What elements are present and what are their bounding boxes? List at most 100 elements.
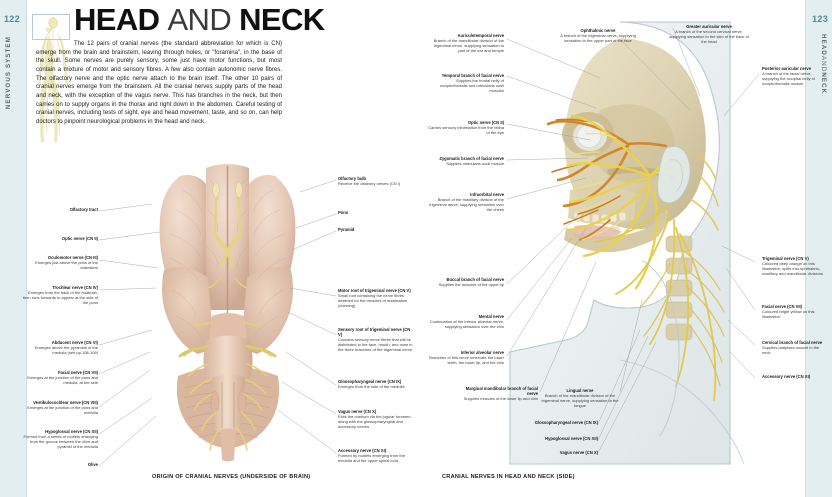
callout-ophthalmic-nerve: Ophthalmic nerve A branch of the trigemi… bbox=[556, 28, 640, 43]
callout-vagus-nerve-cn10: Vagus nerve (CN X) Exits the cranium via… bbox=[338, 409, 414, 429]
callout-heading: Accessory nerve (CN XI) bbox=[762, 374, 811, 379]
callout-detail: Receive the olfactory nerves (CN I) bbox=[338, 181, 401, 187]
title-word-and: AND bbox=[167, 2, 232, 37]
left-section-tab-label: NERVOUS SYSTEM bbox=[5, 36, 12, 110]
callout-posterior-auricular-nerve: Posterior auricular nerve A branch of th… bbox=[762, 66, 824, 86]
callout-heading: Pyramid bbox=[338, 227, 355, 232]
callout-heading: Oculomotor nerve (CN III) bbox=[47, 255, 98, 260]
callout-heading: Buccal branch of facial nerve bbox=[446, 277, 504, 282]
callout-heading: Pons bbox=[338, 210, 349, 215]
callout-mental-nerve: Mental nerve Continuation of the inferio… bbox=[428, 314, 504, 329]
callout-detail: A branch of the second cervical nerve, s… bbox=[669, 29, 749, 45]
brain-underside-illustration bbox=[120, 150, 335, 465]
callout-heading: Mental nerve bbox=[478, 314, 504, 319]
callout-heading: Glossopharyngeal nerve (CN IX) bbox=[338, 379, 402, 384]
intro-text: The 12 pairs of cranial nerves (the stan… bbox=[36, 41, 282, 125]
callout-detail: Continuation of the inferior alveolar ne… bbox=[429, 319, 504, 330]
callout-detail: A branch of the facial nerve, supplying … bbox=[762, 71, 815, 87]
callout-detail: Emerges at the junction of the pons and … bbox=[27, 405, 98, 416]
right-tab-word2: AND bbox=[820, 55, 827, 73]
whole-body-nervous-system-figure bbox=[32, 14, 74, 146]
callout-sensory-root-trigeminal: Sensory root of trigeminal nerve (CN V) … bbox=[338, 327, 414, 352]
callout-detail: Branch of the mandibular division of the… bbox=[541, 393, 619, 409]
callout-detail: Emerges at the junction of the pons and … bbox=[27, 375, 98, 386]
callout-vestibulocochlear-nerve-cn8: Vestibulocochlear nerve (CN VIII) Emerge… bbox=[26, 400, 98, 415]
callout-olfactory-bulb: Olfactory bulb Receive the olfactory ner… bbox=[338, 176, 412, 186]
callout-detail: Emerges above the pyramids of the medull… bbox=[34, 345, 98, 356]
callout-detail: Contains sensory nerve fibres that will … bbox=[338, 337, 413, 353]
callout-buccal-branch-facial: Buccal branch of facial nerve Supplies t… bbox=[428, 277, 504, 287]
callout-heading: Ophthalmic nerve bbox=[580, 28, 616, 33]
intro-paragraph: The 12 pairs of cranial nerves (the stan… bbox=[36, 40, 282, 127]
callout-facial-nerve-cn7: Facial nerve (CN VII) Emerges at the jun… bbox=[24, 370, 98, 385]
callout-hypoglossal-nerve-cn12: Hypoglossal nerve (CN XII) Formed from a… bbox=[18, 429, 98, 449]
callout-heading: Accessory nerve (CN XI) bbox=[338, 448, 387, 453]
title-word-head: HEAD bbox=[74, 2, 160, 37]
callout-heading: Olive bbox=[87, 462, 98, 467]
callout-heading: Hypoglossal nerve (CN XII) bbox=[45, 429, 98, 434]
callout-heading: Motor root of trigeminal nerve (CN V) bbox=[338, 288, 411, 293]
callout-infraorbital-nerve: Infraorbital nerve Branch of the maxilla… bbox=[428, 192, 504, 212]
callout-heading: Facial nerve (CN VII) bbox=[762, 304, 803, 309]
left-page-number: 122 bbox=[4, 14, 20, 24]
callout-heading: Zygomatic branch of facial nerve bbox=[439, 156, 504, 161]
right-tab-word3: NECK bbox=[820, 72, 827, 95]
callout-detail: Emerges from the side of the medulla bbox=[338, 384, 405, 390]
callout-glossopharyngeal-head: Glossopharyngeal nerve (CN IX) bbox=[522, 420, 598, 425]
right-section-tab-label: HEADANDNECK bbox=[820, 34, 827, 94]
callout-hypoglossal-head: Hypoglossal nerve (CN XII) bbox=[522, 436, 598, 441]
callout-olfactory-tract: Olfactory tract bbox=[30, 207, 98, 212]
callout-greater-auricular-nerve: Greater auricular nerve A branch of the … bbox=[668, 24, 750, 44]
right-page-tab bbox=[805, 0, 832, 497]
callout-heading: Optic nerve (CN II) bbox=[61, 236, 98, 241]
callout-pons: Pons bbox=[338, 210, 412, 215]
callout-accessory-nerve-cn11: Accessory nerve (CN XI) Formed by rootle… bbox=[338, 448, 414, 463]
callout-detail: Supplies platysma muscle in the neck bbox=[762, 345, 820, 356]
callout-cervical-branch-facial: Cervical branch of facial nerve Supplies… bbox=[762, 340, 824, 355]
callout-detail: Emerges just above the pons of the brain… bbox=[35, 260, 98, 271]
callout-detail: Supplies muscles of the lower lip and ch… bbox=[463, 396, 538, 402]
callout-trigeminal-nerve-cn5: Trigeminal nerve (CN V) Coloured deep or… bbox=[762, 256, 824, 276]
callout-heading: Auriculotemporal nerve bbox=[457, 33, 504, 38]
page-title: HEAD AND NECK bbox=[74, 3, 325, 37]
left-page-tab bbox=[0, 0, 27, 497]
callout-heading: Olfactory tract bbox=[69, 207, 98, 212]
callout-detail: Supplies orbicularis oculi muscle bbox=[446, 161, 504, 167]
callout-auriculotemporal-nerve: Auriculotemporal nerve Branch of the man… bbox=[428, 33, 504, 53]
right-figure-caption: CRANIAL NERVES IN HEAD AND NECK (SIDE) bbox=[442, 474, 575, 480]
callout-detail: Formed from a series of rootlets emergin… bbox=[23, 434, 98, 450]
callout-heading: Facial nerve (CN VII) bbox=[57, 370, 98, 375]
title-word-neck: NECK bbox=[239, 2, 325, 37]
callout-vagus-head: Vagus nerve (CN X) bbox=[522, 450, 598, 455]
callout-heading: Trigeminal nerve (CN V) bbox=[762, 256, 809, 261]
callout-heading: Inferior alveolar nerve bbox=[460, 350, 504, 355]
callout-heading: Olfactory bulb bbox=[338, 176, 367, 181]
callout-heading: Optic nerve (CN II) bbox=[467, 120, 504, 125]
right-page-number: 123 bbox=[812, 14, 828, 24]
callout-detail: Carries sensory information from the ret… bbox=[428, 125, 504, 136]
callout-abducent-nerve-cn6: Abducent nerve (CN VI) Emerges above the… bbox=[22, 340, 98, 355]
callout-heading: Marginal mandibular branch of facial ner… bbox=[465, 386, 538, 397]
callout-detail: Branch of the mandibular division of the… bbox=[433, 38, 504, 54]
callout-heading: Abducent nerve (CN VI) bbox=[51, 340, 98, 345]
callout-marginal-mandibular-branch: Marginal mandibular branch of facial ner… bbox=[462, 386, 538, 401]
callout-detail: Emerges from the back of the midbrain, t… bbox=[22, 290, 98, 306]
callout-trochlear-nerve-cn4: Trochlear nerve (CN IV) Emerges from the… bbox=[22, 285, 98, 305]
callout-accessory-nerve-head: Accessory nerve (CN XI) bbox=[762, 374, 824, 379]
callout-lingual-nerve: Lingual nerve Branch of the mandibular d… bbox=[540, 388, 620, 408]
callout-olive: Olive bbox=[30, 462, 98, 467]
callout-detail: Small root containing the nerve fibres d… bbox=[338, 293, 408, 309]
callout-detail: Coloured bright yellow on this illustrat… bbox=[762, 309, 815, 320]
left-figure-caption: ORIGIN OF CRANIAL NERVES (UNDERSIDE OF B… bbox=[152, 474, 311, 480]
callout-detail: Branches of this nerve innervate the low… bbox=[429, 355, 504, 366]
callout-heading: Cervical branch of facial nerve bbox=[762, 340, 823, 345]
callout-heading: Posterior auricular nerve bbox=[762, 66, 812, 71]
callout-motor-root-trigeminal: Motor root of trigeminal nerve (CN V) Sm… bbox=[338, 288, 414, 308]
callout-heading: Lingual nerve bbox=[566, 388, 594, 393]
callout-heading: Glossopharyngeal nerve (CN IX) bbox=[534, 420, 598, 425]
callout-heading: Vagus nerve (CN X) bbox=[559, 450, 598, 455]
callout-heading: Hypoglossal nerve (CN XII) bbox=[545, 436, 598, 441]
callout-heading: Vagus nerve (CN X) bbox=[338, 409, 377, 414]
callout-oculomotor-nerve-cn3: Oculomotor nerve (CN III) Emerges just a… bbox=[20, 255, 98, 270]
